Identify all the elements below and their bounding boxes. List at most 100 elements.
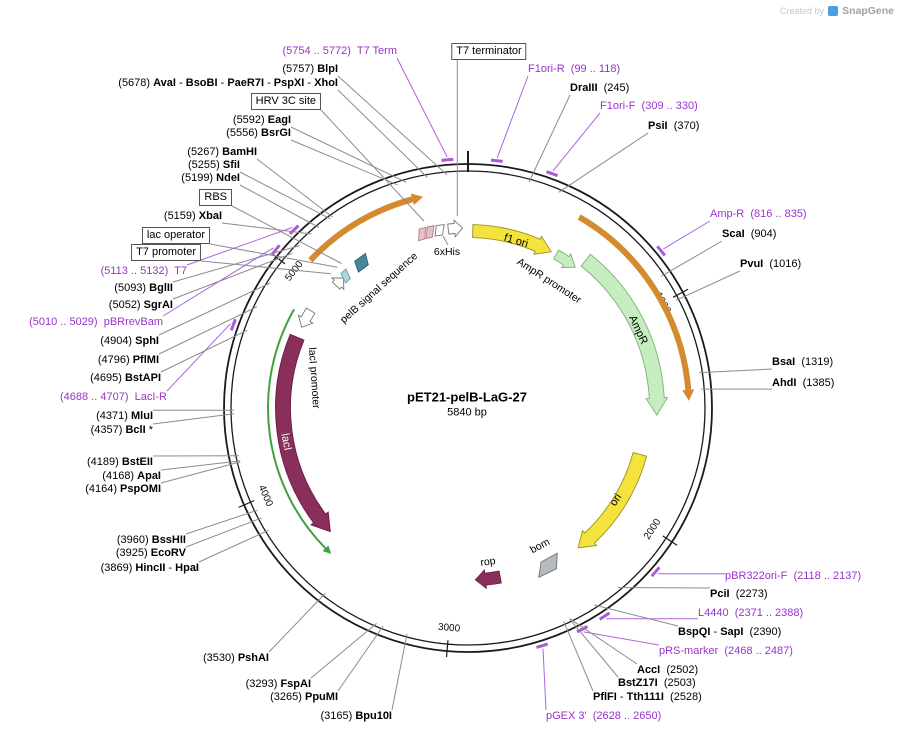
orf-frame-arc-right[interactable] [577, 214, 692, 391]
tick-2000 [662, 535, 678, 546]
site-pcii[interactable]: PciI (2273) [710, 588, 768, 600]
leader-site-psii [558, 132, 649, 193]
feature-label-hrv-3c-site[interactable]: HRV 3C site [250, 93, 321, 110]
primer-laci-r[interactable]: (4688 .. 4707) LacI-R [59, 391, 167, 403]
site-bspqi-sapi[interactable]: BspQI - SapI (2390) [678, 626, 782, 638]
feature-t7-promoter-arrow[interactable] [330, 277, 345, 291]
leader-site-pflfi-tth111i [563, 621, 594, 692]
site-bglii[interactable]: (5093) BglII [114, 282, 173, 294]
primer-t7-term[interactable]: (5754 .. 5772) T7 Term [282, 45, 397, 57]
site-eagi[interactable]: (5592) EagI [232, 114, 291, 126]
leader-site-bpu10i [391, 633, 408, 711]
site-pspomi[interactable]: (4164) PspOMI [85, 483, 161, 495]
primer-mark-5020[interactable] [270, 244, 281, 256]
feature-lac-operator-box[interactable] [340, 268, 351, 284]
leader-site-sphi [158, 282, 271, 336]
site-acci[interactable]: AccI (2502) [637, 664, 699, 676]
site-apai[interactable]: (4168) ApaI [102, 470, 161, 482]
leader-feature-label-lac-operator [209, 243, 338, 268]
leader-site-avai-group [337, 89, 428, 178]
site-sgrai[interactable]: (5052) SgrAI [108, 299, 173, 311]
leader-site-bamhi [256, 158, 334, 218]
primer-mark-2639[interactable] [536, 642, 549, 649]
site-bstapi[interactable]: (4695) BstAPI [90, 372, 161, 384]
feature-laci[interactable] [275, 333, 331, 533]
primer-pgex-3[interactable]: pGEX 3' (2628 .. 2650) [546, 710, 662, 722]
primer-pbr322ori-f[interactable]: pBR322ori-F (2118 .. 2137) [725, 570, 862, 582]
feature-label-lac-operator[interactable]: lac operator [141, 227, 210, 244]
feature-bom[interactable] [538, 552, 558, 579]
site-fspai[interactable]: (3293) FspAI [245, 678, 311, 690]
primer-amp-r[interactable]: Amp-R (816 .. 835) [710, 208, 807, 220]
leader-site-apai [160, 460, 241, 471]
site-pflfi-tth111i[interactable]: PflFI - Tth111I (2528) [593, 691, 702, 703]
feature-ampr-promoter[interactable] [553, 249, 576, 269]
site-bcli[interactable]: (4357) BclI * [90, 424, 153, 436]
feature-ori[interactable] [577, 452, 648, 549]
site-pvui[interactable]: PvuI (1016) [740, 258, 802, 270]
site-draiii[interactable]: DraIII (245) [570, 82, 630, 94]
primer-mark-2127[interactable] [650, 566, 661, 578]
feature-6xhis-box[interactable] [434, 223, 445, 237]
feature-rop[interactable] [474, 568, 502, 590]
site-ahdi[interactable]: AhdI (1385) [772, 377, 835, 389]
site-bsai[interactable]: BsaI (1319) [772, 356, 834, 368]
feature-t7-terminator-arrow[interactable] [447, 219, 464, 238]
primer-f1ori-r[interactable]: F1ori-R (99 .. 118) [528, 63, 621, 75]
primer-f1ori-f[interactable]: F1ori-F (309 .. 330) [600, 100, 698, 112]
leader-site-sfii [239, 171, 331, 220]
primer-mark-4697[interactable] [229, 318, 237, 331]
site-pshai[interactable]: (3530) PshAI [202, 652, 269, 664]
site-ecorv[interactable]: (3925) EcoRV [115, 547, 186, 559]
site-pflmi[interactable]: (4796) PflMI [97, 354, 159, 366]
primer-prs-marker[interactable]: pRS-marker (2468 .. 2487) [659, 645, 793, 657]
site-avai-group[interactable]: (5678) AvaI - BsoBI - PaeR7I - PspXI - X… [118, 77, 338, 89]
feature-label-t7-promoter[interactable]: T7 promoter [131, 244, 201, 261]
feature-label-rbs[interactable]: RBS [199, 189, 232, 206]
site-bamhi[interactable]: (5267) BamHI [187, 146, 257, 158]
leader-site-bspqi-sapi [594, 604, 679, 627]
feature-label-t7-terminator[interactable]: T7 terminator [451, 43, 527, 60]
site-mlui[interactable]: (4371) MluI [96, 410, 153, 422]
site-hincii-hpai[interactable]: (3869) HincII - HpaI [100, 562, 199, 574]
site-ppumi[interactable]: (3265) PpuMI [270, 691, 338, 703]
site-bsrgi[interactable]: (5556) BsrGI [226, 127, 291, 139]
site-blpi[interactable]: (5757) BlpI [282, 63, 338, 75]
site-scai[interactable]: ScaI (904) [722, 228, 777, 240]
feature-hrv3c-box-b[interactable] [425, 225, 435, 240]
primer-mark-5122[interactable] [288, 224, 300, 235]
primer-t7[interactable]: (5113 .. 5132) T7 [100, 265, 187, 277]
primer-pbrrevbam[interactable]: (5010 .. 5029) pBRrevBam [29, 316, 163, 328]
primer-mark-2380[interactable] [598, 611, 611, 621]
primer-mark-825[interactable] [656, 245, 666, 257]
site-bpu10i[interactable]: (3165) Bpu10I [320, 710, 392, 722]
site-bsteii[interactable]: (4189) BstEII [86, 456, 153, 468]
feature-laci-promoter-arrow[interactable] [297, 307, 316, 328]
primer-mark-320[interactable] [546, 170, 559, 178]
leader-primer-pgex-3 [542, 648, 547, 711]
orf-frame-arc-laci-head [322, 545, 332, 554]
primer-mark-2477[interactable] [576, 625, 589, 634]
site-bsshii[interactable]: (3960) BssHII [116, 534, 186, 546]
site-psii[interactable]: PsiI (370) [648, 120, 700, 132]
feature-ampr[interactable] [580, 253, 669, 416]
site-xbai[interactable]: (5159) XbaI [163, 210, 222, 222]
leader-feature-label-t7-promoter [200, 260, 331, 275]
tick-1000 [672, 288, 689, 298]
primer-l4440[interactable]: L4440 (2371 .. 2388) [698, 607, 804, 619]
site-ndei[interactable]: (5199) NdeI [181, 172, 240, 184]
feature-f1-ori[interactable] [472, 224, 552, 255]
leader-site-hincii-hpai [198, 529, 269, 563]
site-sphi[interactable]: (4904) SphI [100, 335, 159, 347]
primer-mark-5763[interactable] [441, 157, 454, 162]
feature-hrv3c-box-a[interactable] [418, 226, 427, 242]
leader-site-bglii [172, 245, 300, 283]
feature-text-6xhis: 6xHis [434, 246, 460, 258]
primer-mark-108[interactable] [490, 158, 503, 163]
feature-pelb-box[interactable] [354, 252, 369, 273]
site-bstz17i[interactable]: BstZ17I (2503) [618, 677, 696, 689]
site-sfii[interactable]: (5255) SfiI [188, 159, 240, 171]
orf-frame-arc-laci[interactable] [267, 308, 327, 550]
